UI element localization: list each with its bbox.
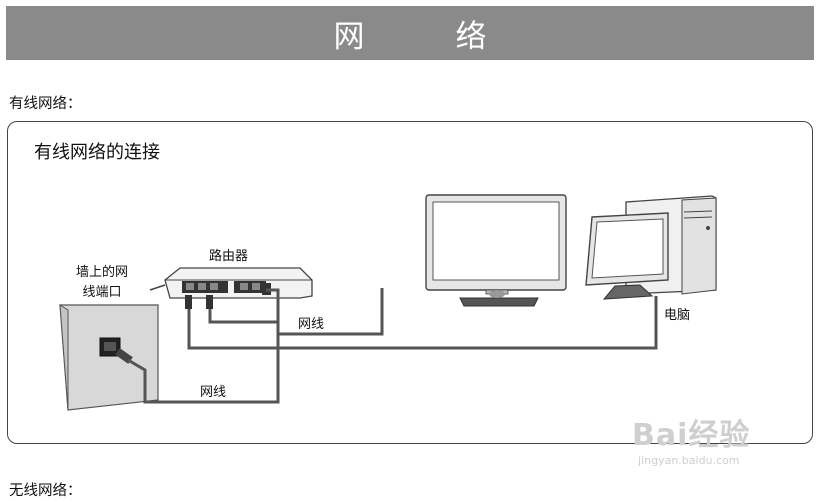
baidu-jingyan-watermark: Bai经验 jingyan.baidu.com — [632, 410, 751, 467]
wired-network-heading: 有线网络： — [9, 96, 82, 112]
watermark-main: Bai — [632, 418, 689, 453]
banner-title: 网 络 — [333, 18, 517, 55]
tv-illustration — [425, 194, 567, 307]
wall-port-illustration — [59, 304, 159, 411]
watermark-brand-suffix: 经验 — [688, 418, 751, 453]
pc-monitor-illustration — [585, 212, 669, 300]
watermark-url: jingyan.baidu.com — [638, 454, 740, 467]
diagram-title: 有线网络的连接 — [34, 142, 160, 163]
cable-label-lower: 网线 — [200, 385, 227, 400]
wall-port-label: 墙上的网 线端口 — [62, 263, 142, 303]
wall-port-label-line1: 墙上的网 — [75, 265, 128, 280]
wall-port-label-line2: 线端口 — [82, 285, 122, 300]
router-label: 路由器 — [209, 249, 249, 264]
page-banner: 网 络 — [6, 6, 814, 60]
router-illustration — [149, 267, 313, 309]
wireless-network-heading: 无线网络： — [9, 483, 82, 499]
cable-label-upper: 网线 — [298, 317, 325, 332]
pc-label: 电脑 — [664, 308, 691, 323]
network-cables — [127, 288, 658, 404]
